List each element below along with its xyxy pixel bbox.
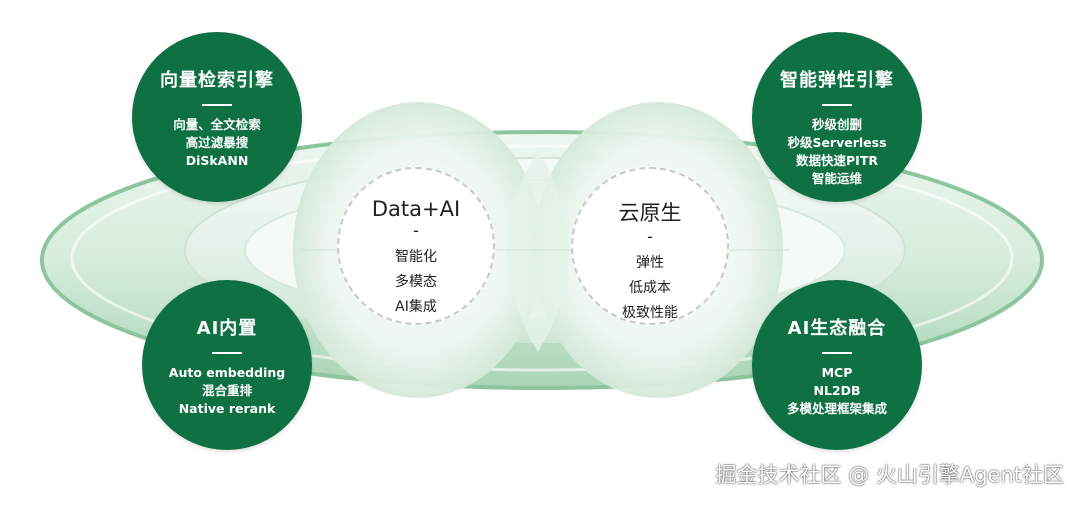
- node-line: NL2DB: [813, 383, 861, 398]
- node-title: 智能弹性引擎: [780, 70, 894, 91]
- center-circle-cloud-native: 云原生 - 弹性 低成本 极致性能: [571, 167, 729, 325]
- node-line: 混合重排: [201, 383, 252, 398]
- node-ai-builtin: AI内置 Auto embedding 混合重排 Native rerank: [142, 280, 312, 450]
- center-left-dash: -: [413, 221, 419, 240]
- center-right-line: 低成本: [629, 280, 671, 296]
- node-line: 高过滤暴搜: [185, 135, 249, 150]
- node-line: MCP: [821, 365, 853, 380]
- node-divider: [212, 352, 242, 354]
- node-line: 秒级Serverless: [787, 135, 887, 150]
- center-right-title: 云原生: [618, 201, 682, 225]
- node-vector-search-engine: 向量检索引擎 向量、全文检索 高过滤暴搜 DiSkANN: [132, 32, 302, 202]
- outer-ring-inner-edge: [70, 144, 1014, 372]
- node-line: 多模处理框架集成: [786, 401, 887, 416]
- watermark: 掘金技术社区 @ 火山引擎Agent社区: [715, 463, 1064, 487]
- node-title: 向量检索引擎: [160, 70, 274, 91]
- node-divider: [822, 104, 852, 106]
- lens-intersection: [507, 150, 569, 352]
- node-smart-elastic-engine: 智能弹性引擎 秒级创删 秒级Serverless 数据快速PITR 智能运维: [752, 32, 922, 202]
- center-right-line: 弹性: [636, 255, 664, 271]
- center-right-line: 极致性能: [622, 305, 678, 321]
- center-left-line: 多模态: [395, 274, 437, 290]
- node-divider: [822, 352, 852, 354]
- node-title: AI生态融合: [787, 318, 887, 339]
- node-ai-ecosystem: AI生态融合 MCP NL2DB 多模处理框架集成: [752, 280, 922, 450]
- center-left-title: Data+AI: [371, 197, 461, 221]
- node-line: DiSkANN: [185, 153, 249, 168]
- center-left-line: 智能化: [395, 249, 437, 265]
- node-line: 智能运维: [811, 171, 862, 186]
- node-line: Native rerank: [178, 401, 276, 416]
- node-line: Auto embedding: [168, 365, 286, 380]
- node-line: 向量、全文检索: [173, 117, 261, 132]
- center-right-dash: -: [647, 227, 653, 246]
- center-left-line: AI集成: [395, 299, 437, 315]
- node-line: 秒级创删: [811, 117, 862, 132]
- center-circle-data-ai: Data+AI - 智能化 多模态 AI集成: [337, 167, 495, 325]
- node-title: AI内置: [196, 318, 258, 339]
- node-line: 数据快速PITR: [796, 153, 878, 168]
- node-divider: [202, 104, 232, 106]
